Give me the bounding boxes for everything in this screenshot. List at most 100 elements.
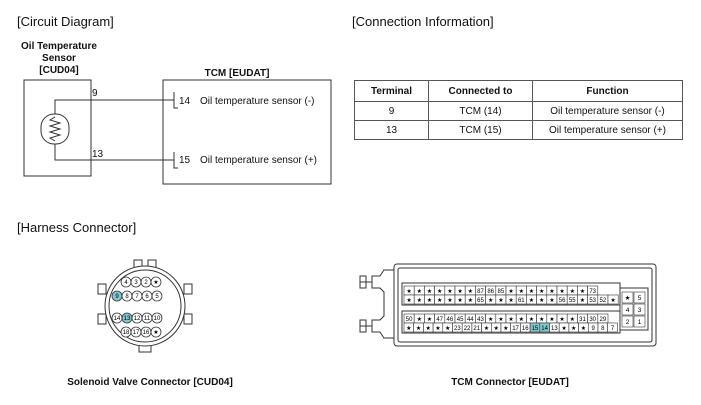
connector-pin-label: 3 bbox=[134, 280, 138, 286]
tcm-pin-bracket-bottom bbox=[173, 152, 178, 169]
tcm-pin-top: 14 bbox=[179, 96, 191, 107]
connector-pin-label: 5 bbox=[638, 295, 642, 302]
connector-pin-label: 53 bbox=[589, 298, 596, 304]
connector-pin-label: ★ bbox=[529, 297, 534, 304]
connector-pin-label: 86 bbox=[487, 289, 494, 295]
connector-pin-label: 14 bbox=[114, 316, 121, 322]
tcm-box bbox=[162, 79, 332, 185]
connector-pin bbox=[150, 276, 162, 288]
connector-pin-label: ★ bbox=[488, 297, 493, 304]
connector-pin-label: ★ bbox=[625, 294, 631, 302]
connector-pin-label: ★ bbox=[417, 316, 422, 323]
connector-pin-label: ★ bbox=[539, 297, 544, 304]
connector-pin bbox=[633, 291, 646, 304]
table-cell: 13 bbox=[354, 120, 429, 140]
connector-pin-label: ★ bbox=[508, 316, 513, 323]
connector-pin-label: 17 bbox=[133, 330, 140, 336]
wire-top bbox=[54, 99, 174, 114]
connector-pin-label: ★ bbox=[570, 288, 575, 295]
connector-pin-label: 16 bbox=[522, 326, 529, 332]
connector-pin-label: ★ bbox=[153, 279, 158, 286]
connector-pin-label: 11 bbox=[144, 316, 151, 322]
circuit-diagram bbox=[23, 79, 332, 185]
connector-pin-label: 7 bbox=[135, 294, 139, 300]
sensor-title: Oil Temperature Sensor [CUD04] bbox=[12, 41, 106, 77]
connector-pin-label: ★ bbox=[539, 316, 544, 323]
connector-pin-label: ★ bbox=[508, 288, 513, 295]
harness-connector-heading: [Harness Connector] bbox=[17, 220, 137, 235]
connector-pin-label: ★ bbox=[498, 297, 503, 304]
connector-pin-label: 17 bbox=[512, 326, 519, 332]
connector-pin-label: 14 bbox=[541, 326, 548, 332]
tcm-label-top: Oil temperature sensor (-) bbox=[200, 96, 315, 107]
connector-pin-label: ★ bbox=[427, 288, 432, 295]
connector-pin-label: ★ bbox=[488, 316, 493, 323]
connector-pin-label: 13 bbox=[124, 316, 131, 322]
connector-pin-label: ★ bbox=[447, 297, 452, 304]
connector-pin-label: ★ bbox=[437, 288, 442, 295]
connector-pin-label: 5 bbox=[155, 294, 159, 300]
connector-pin-label: ★ bbox=[549, 288, 554, 295]
connector-pin-label: 1 bbox=[638, 319, 642, 326]
table-header-row: Terminal Connected to Function bbox=[354, 80, 683, 102]
connector-pin-label: 65 bbox=[477, 298, 484, 304]
connector-pin-label: 13 bbox=[551, 326, 558, 332]
connector-pin-label: ★ bbox=[427, 316, 432, 323]
connector-pin-label: 18 bbox=[123, 330, 130, 336]
connector-pin-label: 9 bbox=[591, 326, 595, 332]
tcm-connector-caption: TCM Connector [EUDAT] bbox=[451, 377, 569, 388]
connector-pin bbox=[621, 291, 634, 304]
connector-pin-label: ★ bbox=[559, 316, 564, 323]
connector-pin-label: ★ bbox=[529, 316, 534, 323]
connector-pin-label: 2 bbox=[626, 319, 630, 326]
connector-pin-label: 61 bbox=[518, 298, 525, 304]
table-header: Terminal bbox=[354, 80, 429, 102]
connector-pin-label: ★ bbox=[484, 325, 489, 332]
connector-pin-label: 2 bbox=[144, 280, 148, 286]
connector-pin-label: 31 bbox=[579, 317, 586, 323]
connector-pin-label: ★ bbox=[549, 316, 554, 323]
connector-pin bbox=[621, 315, 634, 328]
connector-pin-label: 85 bbox=[498, 289, 505, 295]
connector-pin-label: ★ bbox=[457, 288, 462, 295]
table-row: 13 TCM (15) Oil temperature sensor (+) bbox=[354, 120, 683, 140]
connector-pin-label: ★ bbox=[549, 297, 554, 304]
connector-pin-label: ★ bbox=[503, 325, 508, 332]
connector-pin-label: 10 bbox=[154, 316, 161, 322]
connector-pin-label: 6 bbox=[145, 294, 149, 300]
connector-pin-label: ★ bbox=[417, 297, 422, 304]
connector-pin-label: ★ bbox=[570, 316, 575, 323]
circuit-diagram-heading: [Circuit Diagram] bbox=[17, 14, 114, 29]
connector-pin-label: 8 bbox=[125, 294, 129, 300]
connector-pin-label: 8 bbox=[601, 326, 605, 332]
connector-pin-label: 73 bbox=[589, 289, 596, 295]
connector-pin-label: 4 bbox=[124, 280, 128, 286]
table-header: Connected to bbox=[428, 80, 533, 102]
table-cell: Oil temperature sensor (-) bbox=[532, 101, 683, 121]
connector-pin-label: ★ bbox=[519, 288, 524, 295]
connection-table: Terminal Connected to Function 9 TCM (14… bbox=[354, 80, 683, 140]
connector-pin bbox=[607, 322, 618, 333]
connector-pin-label: 4 bbox=[626, 307, 630, 314]
wire-bottom bbox=[54, 144, 174, 161]
connector-pin bbox=[607, 294, 619, 305]
connector-pin-label: ★ bbox=[559, 288, 564, 295]
table-cell: Oil temperature sensor (+) bbox=[532, 120, 683, 140]
connector-pin bbox=[151, 290, 163, 302]
connector-pin-label: ★ bbox=[529, 288, 534, 295]
connector-pin-label: ★ bbox=[447, 288, 452, 295]
connector-pin bbox=[151, 312, 163, 324]
connector-pin-label: ★ bbox=[493, 325, 498, 332]
connector-pin-label: 15 bbox=[532, 326, 539, 332]
connector-pin bbox=[633, 303, 646, 316]
table-cell: TCM (15) bbox=[428, 120, 533, 140]
connector-pin-label: ★ bbox=[561, 325, 566, 332]
connector-pin-label: ★ bbox=[457, 297, 462, 304]
thermistor-icon bbox=[40, 113, 70, 145]
connector-pin-label: ★ bbox=[406, 297, 411, 304]
connector-pin-label: ★ bbox=[437, 297, 442, 304]
connector-pin-label: ★ bbox=[416, 325, 421, 332]
